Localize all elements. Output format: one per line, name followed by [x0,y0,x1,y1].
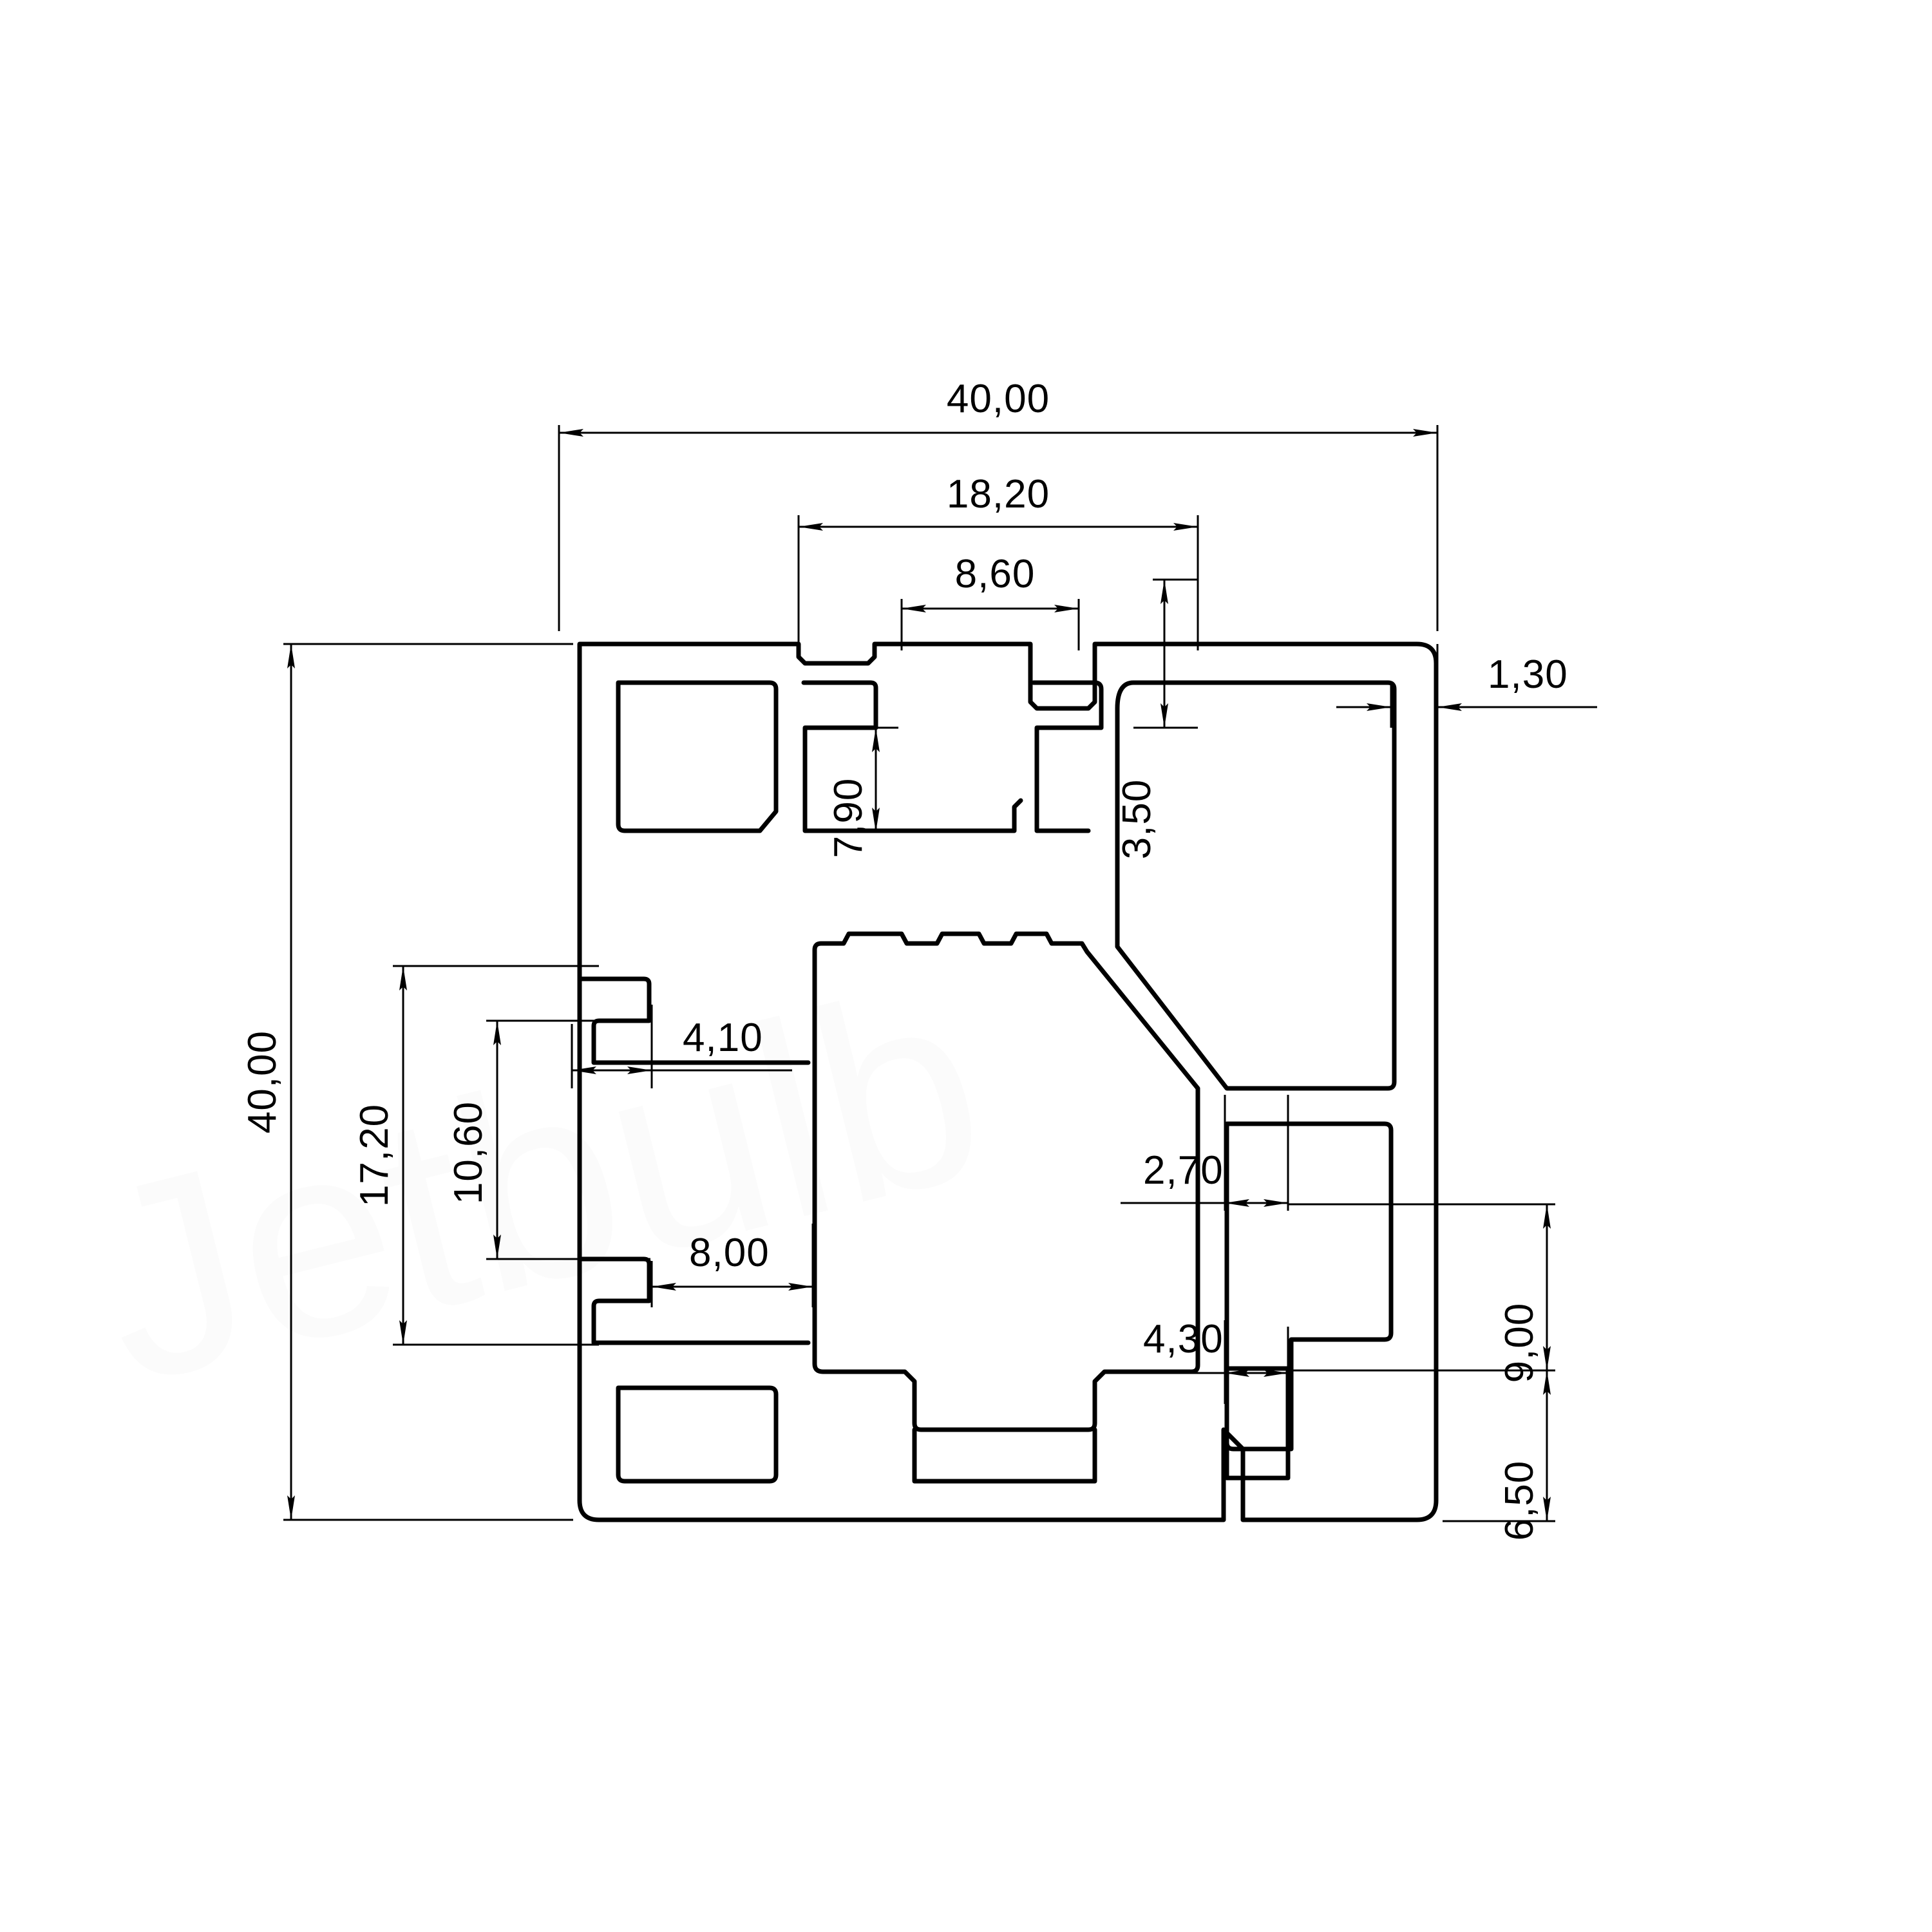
central-cavity [812,931,1200,1432]
chamber-lower-left [616,1385,779,1484]
dimension-slot-lip-depth: 3,50 [1115,578,1198,860]
tslot-top-right-lip [1031,680,1104,833]
chamber-top-left [616,680,779,833]
dim-label-7-90: 7,90 [826,778,871,858]
dimension-slot-mouth-width: 8,60 [900,552,1080,650]
dim-label-2-70: 2,70 [1143,1148,1224,1193]
dim-label-6-50: 6,50 [1497,1461,1542,1541]
dim-label-3-50: 3,50 [1115,779,1159,860]
dim-label-10-60: 10,60 [446,1101,491,1204]
dim-label-1-30: 1,30 [1488,652,1568,697]
dimension-right-foot-height: 6,50 [1294,1369,1555,1541]
profile-outer-contour [577,641,1439,1522]
dimension-left-lip-upper: 4,10 [571,1005,792,1088]
bottom-serration [912,1427,1097,1484]
dim-label-4-10: 4,10 [683,1016,763,1060]
dimension-left-lip-lower: 8,00 [650,1224,814,1307]
dim-label-8-00: 8,00 [689,1231,770,1275]
watermark-group: Jetbulb [68,926,1010,1442]
dimension-left-slot-span: 17,20 [352,965,599,1346]
chamber-top-right [1115,680,1397,1091]
dim-label-8-60: 8,60 [955,552,1036,596]
dimension-left-slot-inner: 10,60 [446,1019,650,1260]
dim-label-18-20: 18,20 [947,472,1050,516]
dim-label-4-30: 4,30 [1143,1317,1224,1361]
dimension-wall-thickness: 1,30 [1336,644,1597,728]
dim-label-40-00-top: 40,00 [947,377,1050,421]
dimension-overall-width: 40,00 [558,377,1439,631]
tslot-top-left-lip [801,680,1023,833]
chamber-right-lower [1224,1121,1394,1452]
watermark-text: Jetbulb [68,926,1010,1442]
dimension-slot-outer-width: 18,20 [797,472,1199,650]
dim-label-40-00-left: 40,00 [240,1030,285,1133]
dimension-slot-depth-left: 7,90 [826,726,898,858]
foot-slot-right [1224,1366,1291,1481]
dimension-right-rib-lower: 4,30 [1121,1317,1289,1404]
dim-label-17-20: 17,20 [352,1104,397,1207]
dimension-overall-height: 40,00 [240,643,573,1521]
dimension-right-slot-height: 9,00 [1288,1203,1555,1383]
dimension-right-rib-upper: 2,70 [1121,1095,1289,1211]
